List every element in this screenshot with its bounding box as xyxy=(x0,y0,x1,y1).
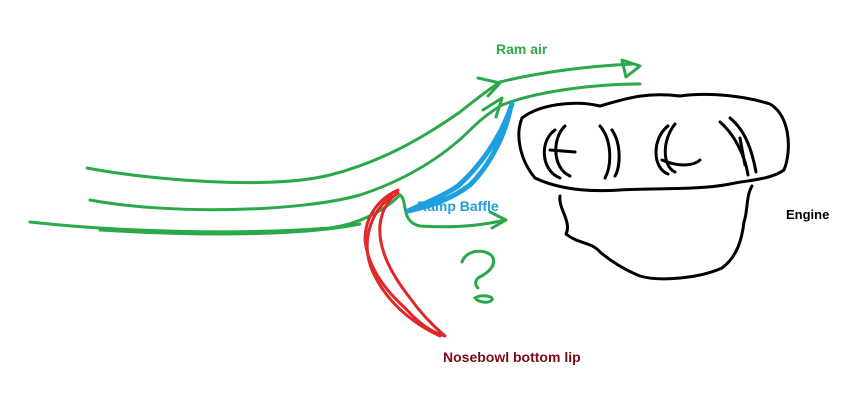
question-mark-sketch xyxy=(460,249,495,304)
question-mark-curve xyxy=(460,249,495,290)
nosebowl-lip-stroke xyxy=(363,188,447,338)
arrow-head-ram-2 xyxy=(481,96,504,119)
ramp-baffle-label: Ramp Baffle xyxy=(417,198,499,214)
engine-block-outline xyxy=(558,184,754,281)
arrow-head-top-right xyxy=(620,58,642,79)
engine-head-outline xyxy=(517,92,790,193)
arrow-head-lower xyxy=(488,210,508,230)
cylinder-4 xyxy=(718,116,758,177)
cylinder-1 xyxy=(542,124,577,180)
cylinder-2 xyxy=(598,124,621,180)
airflow-line-top xyxy=(85,62,634,185)
question-mark-dot xyxy=(472,294,494,304)
ramp-baffle-stroke xyxy=(405,101,515,214)
ram-air-label: Ram air xyxy=(496,41,548,57)
airflow-line-mid xyxy=(98,222,362,236)
airflow-lines xyxy=(28,58,642,236)
airflow-line-top-2 xyxy=(88,82,642,212)
nosebowl-label: Nosebowl bottom lip xyxy=(443,349,581,365)
cylinder-3 xyxy=(654,122,702,176)
arrow-head-ram-1 xyxy=(476,76,502,98)
engine-drawing xyxy=(517,92,790,281)
engine-label: Engine xyxy=(786,207,830,222)
